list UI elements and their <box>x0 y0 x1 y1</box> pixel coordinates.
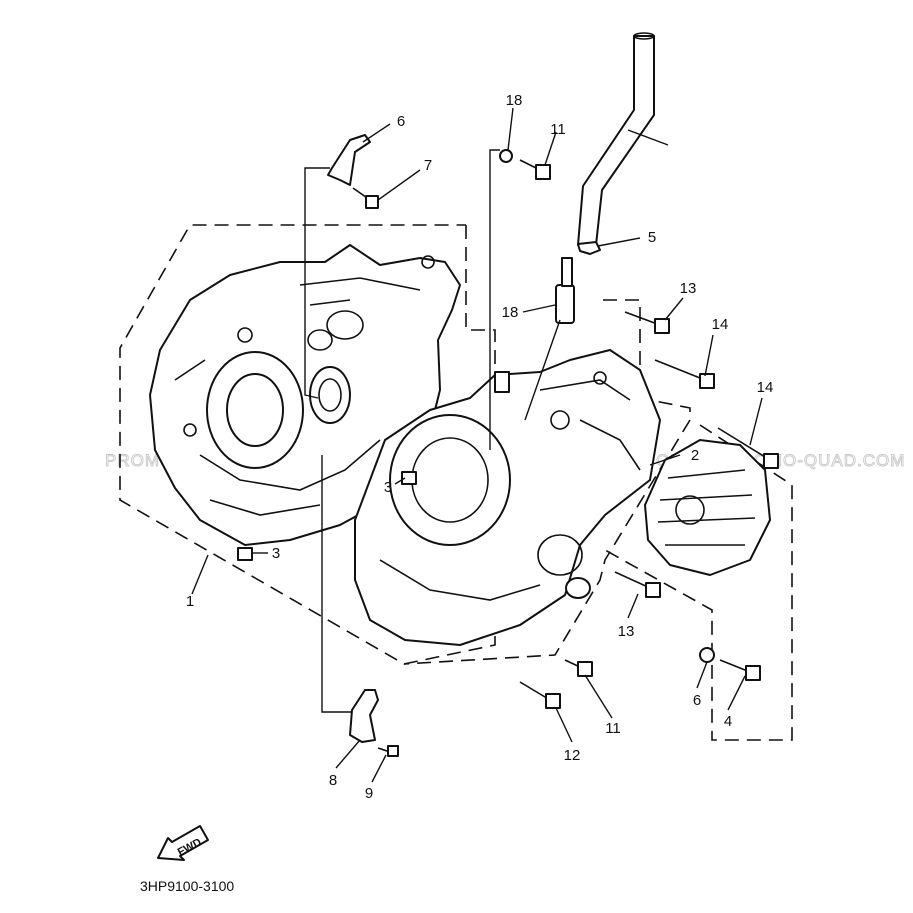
bolt-4-head <box>745 665 761 681</box>
plate-top <box>327 134 371 186</box>
crankcase-right-boss-1 <box>550 410 570 430</box>
breather-hose-end <box>633 32 655 40</box>
crankcase-left-port-upper <box>326 310 364 340</box>
breather-hose <box>577 32 655 246</box>
fwd-arrow: FWD <box>157 825 209 861</box>
cover-boundary <box>604 424 793 741</box>
guide-lines <box>304 149 561 713</box>
bolt-12-head <box>545 693 561 709</box>
fwd-arrow-icon <box>157 825 209 861</box>
bolt-11-bottom-head <box>577 661 593 677</box>
washer-6 <box>699 647 715 663</box>
crankcase-right-boss-2 <box>593 371 607 385</box>
bolts <box>237 149 779 757</box>
bolt-14-head <box>763 453 779 469</box>
assembly-boundaries <box>119 224 793 741</box>
crankcase-left-flange <box>199 439 381 516</box>
crankcase-right-rib <box>379 379 641 601</box>
callout-8: 7 <box>424 157 432 174</box>
right-crankcase-boundary <box>403 299 691 665</box>
bolt-10-head <box>387 745 399 757</box>
guide-nipple <box>524 319 561 421</box>
callout-10: 9 <box>365 785 373 802</box>
bolt-8-head <box>365 195 379 209</box>
callout-4: 4 <box>724 713 732 730</box>
hose-clip <box>577 241 601 255</box>
crankcase-left-bearing-inner <box>226 373 284 447</box>
callout-3-left: 3 <box>272 545 280 562</box>
crankcase-left-boss-1 <box>237 327 253 343</box>
callout-15: 14 <box>712 316 729 333</box>
crankcase-right-main-bore <box>389 414 511 546</box>
breather-hose-body <box>577 35 655 246</box>
callout-6: 6 <box>693 692 701 709</box>
diagram-code: 3HP9100-3100 <box>140 878 234 894</box>
bolt-11-top <box>519 159 551 180</box>
bolt-13-top <box>624 311 670 334</box>
bolt-12 <box>519 681 561 709</box>
crankcase-left-bearing-small <box>309 366 351 424</box>
dowel-3-left <box>237 547 253 561</box>
breather-nipple-body <box>555 284 575 324</box>
callout-11-top: 11 <box>550 121 566 138</box>
callout-12: 12 <box>564 747 581 764</box>
crankcase-right <box>354 349 661 646</box>
bolt-8 <box>352 187 379 209</box>
washer-16 <box>499 149 513 163</box>
callout-5: 5 <box>648 229 656 246</box>
callout-2: 2 <box>691 447 699 464</box>
bolt-11-top-head <box>535 164 551 180</box>
guide-plate-bottom <box>321 455 352 713</box>
guide-plate-top <box>304 167 330 399</box>
bolt-15 <box>654 359 715 389</box>
crankcase-right-bearing <box>565 577 591 599</box>
callout-9: 8 <box>329 772 337 789</box>
crankcase-cover-body <box>644 439 771 576</box>
callout-leaders <box>191 107 763 783</box>
dowel-3-center <box>401 471 417 485</box>
crankcase-cover-ribs <box>657 469 756 546</box>
callout-7: 6 <box>397 113 405 130</box>
bolt-4 <box>719 659 761 681</box>
breather-nipple-neck <box>561 257 573 287</box>
bolt-14 <box>717 427 779 469</box>
breather-nipple <box>555 257 575 324</box>
crankcase-left-port-mid <box>307 329 333 351</box>
plate-bottom <box>349 689 379 743</box>
guide-bolt-top <box>489 149 500 450</box>
callout-14: 14 <box>757 379 774 396</box>
bolt-13-mid <box>614 571 661 598</box>
crankcase-right-stud <box>494 371 510 393</box>
callout-17: 18 <box>502 304 519 321</box>
crankcase-left-boss-3 <box>183 423 197 437</box>
crankcase-left-rib <box>174 277 421 381</box>
crankcase-left-boss-2 <box>421 255 435 269</box>
callout-3-center: 3 <box>384 479 392 496</box>
callout-11-bottom: 11 <box>605 720 621 737</box>
callout-1: 1 <box>186 593 194 610</box>
bolt-13-mid-head <box>645 582 661 598</box>
crankcase-cover-boss <box>675 495 705 525</box>
callout-numbers: 6 7 18 11 5 13 18 14 14 2 3 3 1 13 11 12… <box>186 92 774 802</box>
callout-13-top: 13 <box>680 280 697 297</box>
bolt-13-top-head <box>654 318 670 334</box>
crankcase-cover <box>644 439 771 576</box>
bolt-11-bottom <box>564 659 593 677</box>
callout-16: 18 <box>506 92 523 109</box>
crankcase-right-port <box>537 534 583 576</box>
bolt-10 <box>377 745 399 757</box>
crankcase-left-bearing-small-inner <box>318 378 342 412</box>
bolt-15-head <box>699 373 715 389</box>
callout-13-mid: 13 <box>618 623 635 640</box>
